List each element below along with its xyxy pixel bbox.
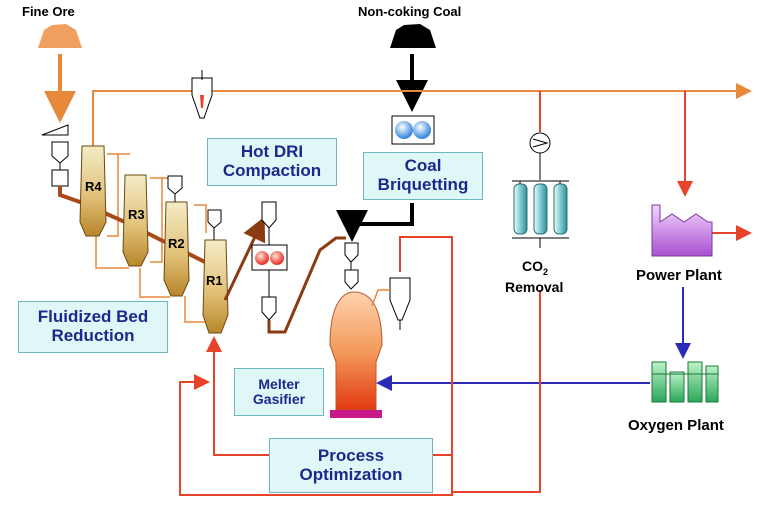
reactor-r1-label: R1 [206,273,223,288]
coal-pile-icon [390,24,436,48]
co2-removal-columns-icon [512,180,569,248]
process-optimization-box: Process Optimization [269,438,433,493]
r1-hopper-icon [207,209,222,229]
co2-label: CO2 [522,258,548,277]
fluidized-bed-line1: Fluidized Bed [37,307,149,327]
power-plant-icon [651,204,713,257]
ore-hopper-icon [41,124,69,187]
top-gas-cyclone-icon [191,70,213,119]
coal-briquetting-rollers-icon [391,115,435,145]
fluidized-bed-reduction-box: Fluidized Bed Reduction [18,301,168,353]
process-optimization-line1: Process [317,445,385,465]
dri-to-compaction-line [223,216,266,301]
reactor-r3-label: R3 [128,207,145,222]
fine-ore-label: Fine Ore [22,4,75,19]
hot-dri-line1: Hot DRI [240,142,304,162]
melter-hopper-bottom-icon [344,269,359,290]
melter-line2: Gasifier [252,391,306,407]
reactor-r2-label: R2 [168,236,185,251]
reactor-r2 [163,201,190,297]
melter-gasifier-vessel [329,291,383,411]
briquettes-to-melter-line [336,203,414,242]
reactor-r4-label: R4 [85,179,102,194]
fluidized-bed-line2: Reduction [51,326,135,345]
melter-to-cyclone-line [371,289,390,307]
reactor-r3 [122,174,149,267]
coal-briquetting-line2: Briquetting [377,175,469,194]
melter-hopper-top-icon [344,242,359,263]
hot-dri-compaction-box: Hot DRI Compaction [207,138,337,186]
co2-text: CO [522,258,543,274]
compressor-icon [529,132,551,154]
coal-briquetting-line1: Coal [404,156,442,176]
melter-cyclone-icon [389,277,411,330]
non-coking-coal-label: Non-coking Coal [358,4,462,19]
top-gas-line [92,83,752,146]
compaction-hopper-icon [261,201,277,229]
melter-gasifier-box: Melter Gasifier [234,368,324,416]
co2-removal-label: Removal [505,279,564,295]
co2-subscript: 2 [543,266,549,277]
melter-line1: Melter [258,375,300,392]
reactor-r4 [79,145,107,237]
oxygen-plant-label: Oxygen Plant [628,417,724,434]
oxygen-plant-icon [651,361,719,403]
coal-briquetting-box: Coal Briquetting [363,152,483,200]
hot-dri-line2: Compaction [222,161,322,180]
reactor-gas-lines [95,153,207,323]
process-optimization-line2: Optimization [299,464,403,484]
hot-compaction-rollers-icon [251,244,288,271]
power-plant-label: Power Plant [636,267,722,284]
fine-ore-pile-icon [38,24,82,48]
compaction-bottom-hopper-icon [261,296,277,321]
r2-hopper-icon [167,175,183,195]
melter-hearth [330,410,382,418]
